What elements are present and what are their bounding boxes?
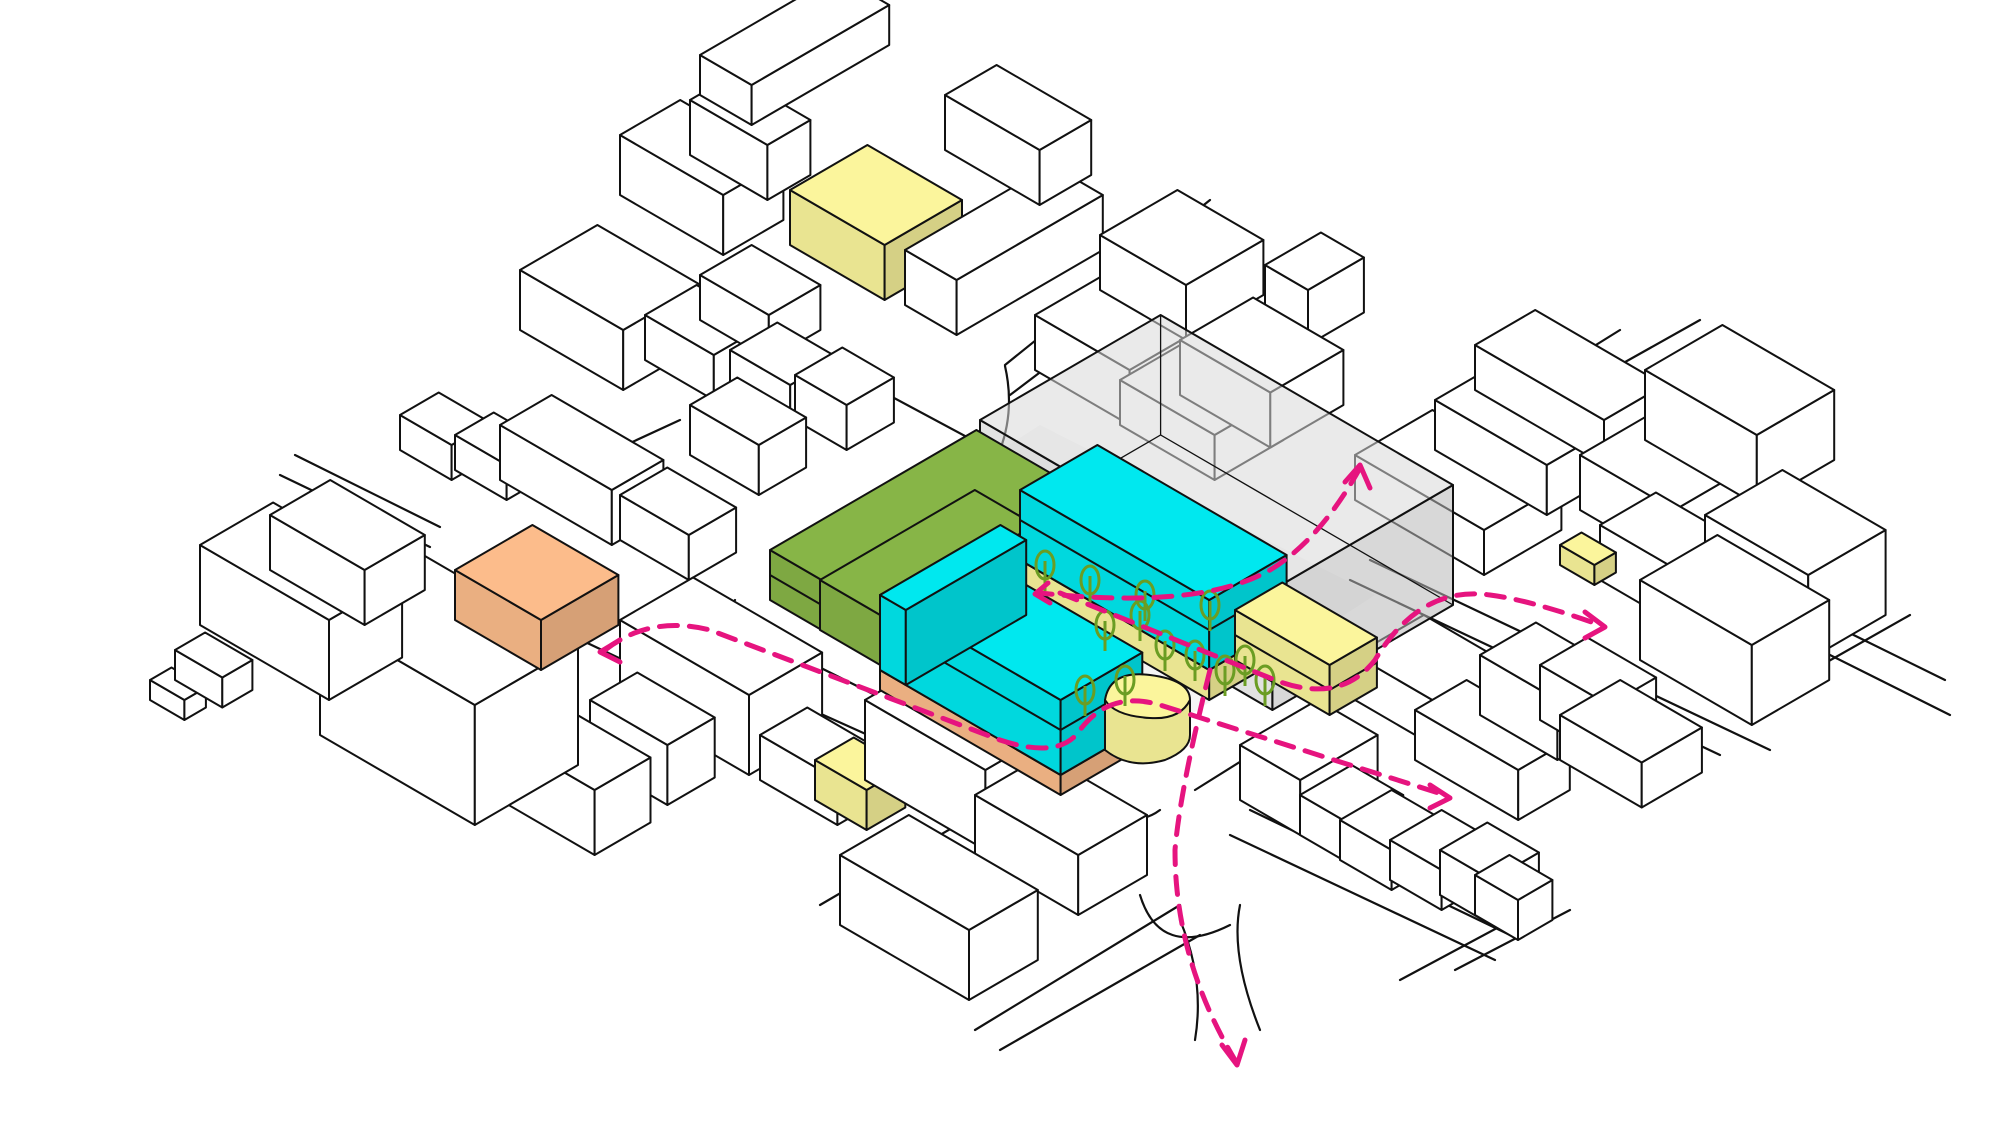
- building: [689, 376, 808, 496]
- building: [1559, 679, 1703, 809]
- arrow-head-icon: [1032, 580, 1053, 606]
- building: [974, 754, 1148, 916]
- road-line: [973, 903, 1182, 1032]
- circulation-arrows: [597, 462, 1608, 1068]
- building: [699, 0, 891, 126]
- building: [839, 814, 1039, 1001]
- building: [174, 631, 254, 709]
- road-line: [1236, 903, 1262, 1032]
- tree-icon: [1199, 589, 1221, 631]
- tree-icon: [1074, 674, 1096, 716]
- arrow-head-icon: [597, 637, 623, 665]
- tree-icon: [1234, 644, 1256, 686]
- trees: [1034, 549, 1276, 716]
- building: [1474, 854, 1554, 941]
- tree-icon: [1184, 639, 1206, 681]
- circulation-path: [1172, 667, 1238, 1063]
- circulation-path: [602, 623, 1448, 798]
- building-orange: [454, 524, 620, 671]
- tree-icon: [1114, 664, 1136, 706]
- arrow-head-icon: [1219, 1037, 1248, 1068]
- building: [794, 346, 895, 451]
- tree-icon: [1254, 664, 1276, 706]
- arrow-head-icon: [1427, 782, 1453, 811]
- buildings: [149, 0, 1887, 1001]
- building-yellow: [789, 144, 963, 301]
- circulation-path: [1037, 465, 1363, 601]
- road-line: [293, 453, 442, 529]
- tree-icon: [1129, 599, 1151, 641]
- tree-icon: [1154, 629, 1176, 671]
- cyan-block-south-wing: [879, 524, 1028, 686]
- building-yellow: [1559, 531, 1617, 586]
- building: [269, 479, 426, 626]
- tree-icon: [1079, 564, 1101, 606]
- yellow-block-east: [1234, 581, 1378, 716]
- road-line: [1228, 833, 1497, 962]
- road-line: [1138, 893, 1232, 939]
- arrow-head-icon: [1342, 462, 1373, 491]
- building: [619, 466, 738, 581]
- road-line: [998, 933, 1202, 1052]
- circulation-path: [1057, 590, 1603, 692]
- building: [944, 64, 1093, 206]
- arrow-head-icon: [1582, 609, 1608, 641]
- tree-icon: [1214, 654, 1236, 696]
- building: [1639, 534, 1831, 726]
